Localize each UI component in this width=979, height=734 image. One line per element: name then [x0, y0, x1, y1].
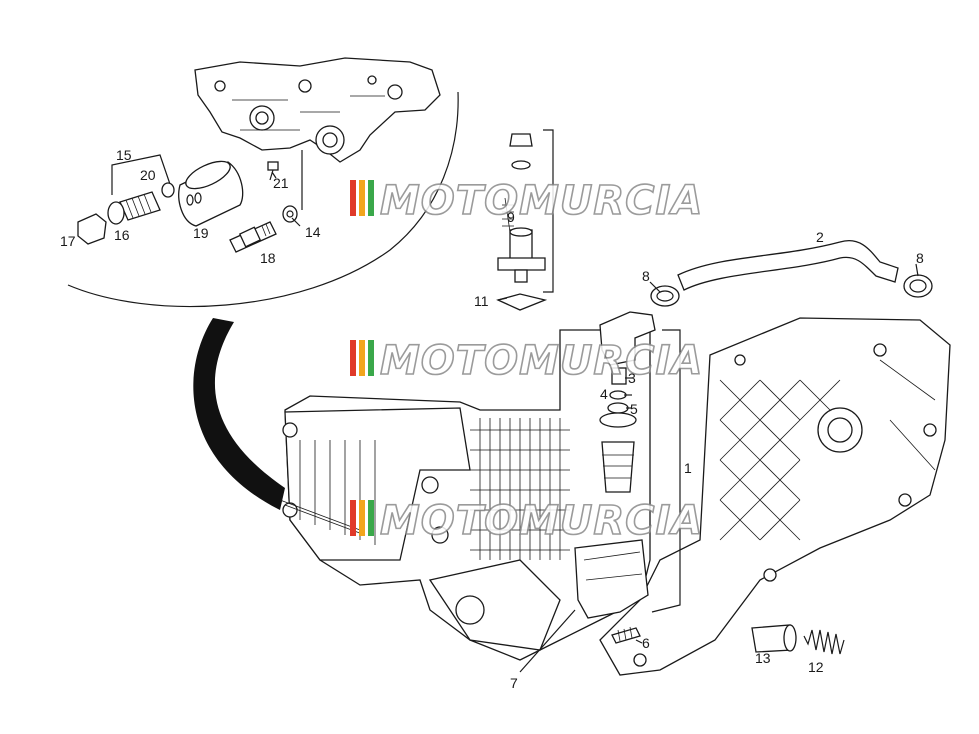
part-11-tensioner [496, 227, 548, 311]
part-6-screw [611, 626, 641, 644]
part-2-breather-hose [677, 239, 899, 291]
callout-12: 12 [808, 659, 824, 675]
part-20-o-ring [161, 182, 175, 198]
callout-19: 19 [193, 225, 209, 241]
callout-2: 2 [816, 229, 824, 245]
watermark-top: MOTOMURCIA [350, 177, 703, 225]
callout-7: 7 [510, 675, 518, 691]
breather-diaphragm [599, 412, 637, 428]
part-12-spring [803, 629, 845, 655]
callout-4: 4 [600, 386, 608, 402]
callout-9: 9 [507, 209, 515, 225]
crankcase-fragment [194, 57, 441, 210]
transmission-case [599, 317, 951, 676]
part-8-clamp-right [903, 274, 933, 298]
bracket-15 [111, 154, 173, 195]
leader-lines [271, 171, 919, 673]
callout-8-left: 8 [642, 268, 650, 284]
callout-6: 6 [642, 635, 650, 651]
watermark-text-top: MOTOMURCIA [380, 178, 703, 224]
bracket-9-11 [543, 129, 554, 293]
part-21-screw [267, 161, 279, 181]
part-5-washer [607, 402, 629, 414]
callout-14: 14 [305, 224, 321, 240]
part-3-spring [611, 367, 627, 385]
part-16-seal [107, 201, 125, 225]
breather-elbow [599, 311, 656, 366]
callout-21: 21 [273, 175, 289, 191]
watermark-text-middle: MOTOMURCIA [380, 338, 703, 384]
callout-3: 3 [628, 370, 636, 386]
part-7-breather-cover [574, 539, 649, 619]
engine-block [279, 329, 651, 661]
callout-13: 13 [755, 650, 771, 666]
part-4-washer [609, 390, 627, 400]
part-17-plug [77, 213, 107, 245]
callout-15: 15 [116, 147, 132, 163]
part-20-strainer [119, 191, 161, 221]
callout-17: 17 [60, 233, 76, 249]
callout-16: 16 [114, 227, 130, 243]
inset-connector-band [193, 318, 285, 510]
watermark-text-bottom: MOTOMURCIA [380, 498, 703, 544]
part-18-sensor [229, 221, 277, 253]
inset-boundary-arc [67, 91, 459, 308]
part-13-bush [751, 624, 797, 653]
part-14-washer [282, 205, 298, 223]
part-8-clamp-left [650, 285, 680, 307]
part-9-bolt [502, 133, 533, 233]
callout-1: 1 [684, 460, 692, 476]
part-19-oil-filter [178, 160, 244, 227]
bracket-1 [651, 329, 681, 613]
callout-8-right: 8 [916, 250, 924, 266]
callout-18: 18 [260, 250, 276, 266]
breather-nipple [601, 441, 635, 493]
callout-5: 5 [630, 401, 638, 417]
watermark-middle: MOTOMURCIA [350, 337, 703, 385]
callout-11: 11 [474, 293, 489, 309]
callout-20: 20 [140, 167, 156, 183]
watermark-bottom: MOTOMURCIA [350, 497, 703, 545]
